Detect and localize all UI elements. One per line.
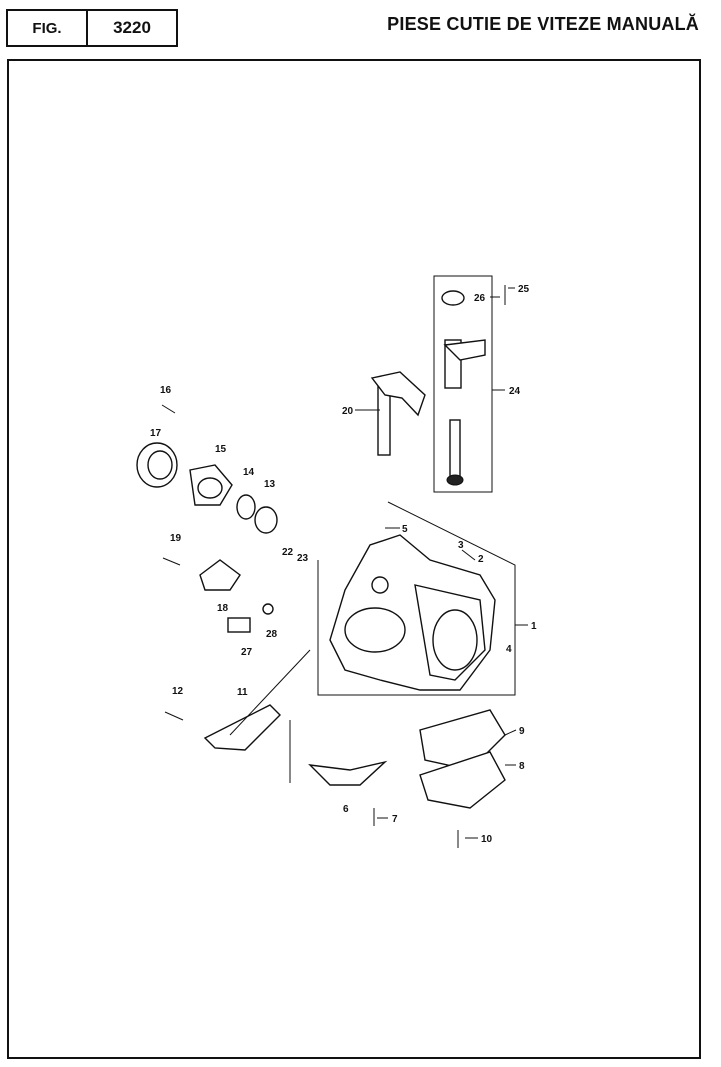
callout-13: 13 <box>264 479 276 490</box>
callout-4: 4 <box>506 644 512 655</box>
callout-16: 16 <box>160 385 172 396</box>
callout-23: 23 <box>297 553 309 564</box>
oil-pan-8 <box>419 751 506 809</box>
plate-6 <box>308 760 388 786</box>
shift-shaft <box>370 371 426 456</box>
gearbox-housing <box>329 534 496 691</box>
callout-22: 22 <box>282 547 294 558</box>
callout-7: 7 <box>392 814 398 825</box>
callout-6: 6 <box>343 804 349 815</box>
callout-12: 12 <box>172 686 184 697</box>
callout-14: 14 <box>243 467 255 478</box>
part-group-box-24 <box>433 275 493 493</box>
callout-18: 18 <box>217 603 229 614</box>
callout-27: 27 <box>241 647 253 658</box>
callout-8: 8 <box>519 761 525 772</box>
callout-1: 1 <box>531 621 537 632</box>
fig-number: 3220 <box>113 18 151 37</box>
page-title: PIESE CUTIE DE VITEZE MANUALĂ <box>387 14 699 34</box>
callout-9: 9 <box>519 726 525 737</box>
callout-3: 3 <box>458 540 464 551</box>
selector-assembly <box>441 285 506 486</box>
callout-20: 20 <box>342 406 354 417</box>
callout-2: 2 <box>478 554 484 565</box>
cover-plate <box>164 704 281 751</box>
leader-lines <box>229 287 528 839</box>
callout-17: 17 <box>150 428 162 439</box>
diagram-frame <box>7 59 701 1059</box>
part-group-box-1 <box>317 501 516 696</box>
bearing-cover-parts <box>136 404 278 534</box>
callout-10: 10 <box>481 834 493 845</box>
callout-24: 24 <box>509 386 521 397</box>
callout-19: 19 <box>170 533 182 544</box>
callout-28: 28 <box>266 629 278 640</box>
callout-15: 15 <box>215 444 227 455</box>
fork-and-sensor-parts <box>162 557 274 633</box>
callout-11: 11 <box>237 687 248 698</box>
figure-id-box: FIG. 3220 <box>6 9 178 47</box>
fig-label: FIG. <box>8 11 88 45</box>
callout-26: 26 <box>474 293 486 304</box>
callout-25: 25 <box>518 284 530 295</box>
callout-5: 5 <box>402 524 408 535</box>
